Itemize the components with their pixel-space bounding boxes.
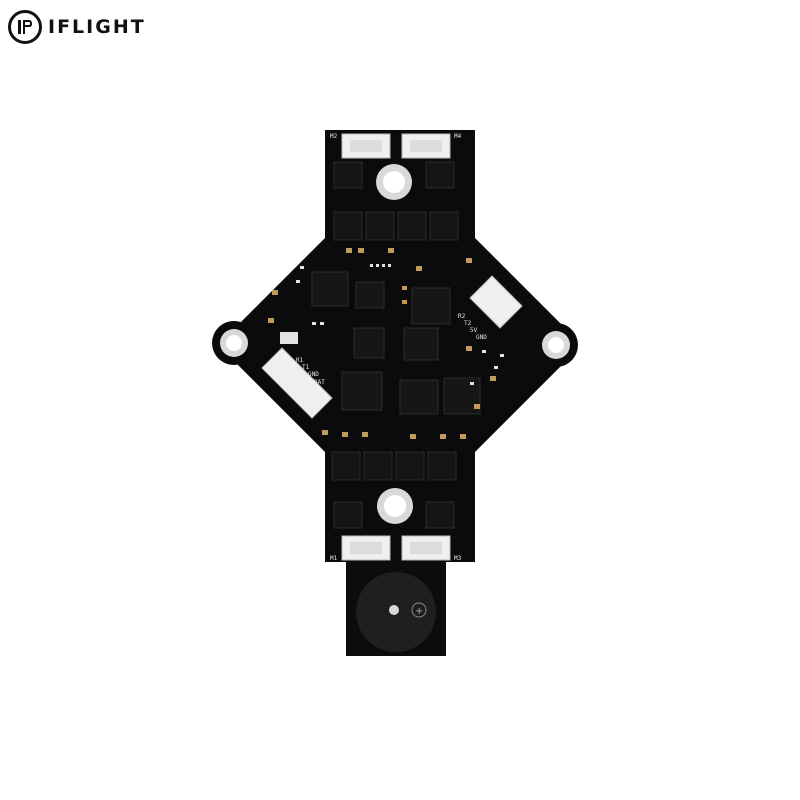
svg-text:M1: M1	[330, 555, 338, 562]
buzzer: +	[346, 556, 446, 656]
motor-connector-m3: M3	[401, 535, 462, 562]
svg-text:5V: 5V	[470, 327, 478, 334]
motor-connector-m1: M1	[330, 535, 391, 562]
mosfet-group-top	[333, 161, 459, 241]
mosfet-group-bottom	[331, 451, 457, 529]
motor-connector-m4: M4	[401, 133, 462, 159]
svg-text:GND: GND	[476, 334, 487, 341]
svg-text:GND: GND	[308, 371, 319, 378]
pcb	[212, 130, 578, 562]
brand-logo: IFLIGHT	[8, 10, 146, 44]
power-connector: R1 T1 GND BAT	[261, 347, 333, 419]
svg-text:BAT: BAT	[314, 379, 325, 386]
passive-components	[268, 248, 496, 439]
svg-text:R1: R1	[296, 357, 304, 364]
buzzer-plus-label: +	[415, 606, 423, 617]
svg-text:R2: R2	[458, 313, 466, 320]
svg-text:M3: M3	[454, 555, 462, 562]
svg-text:T2: T2	[464, 320, 472, 327]
iflight-logo-icon	[8, 10, 42, 44]
motor-connector-m2: M2	[330, 133, 391, 159]
svg-text:M4: M4	[454, 133, 462, 140]
brand-name: IFLIGHT	[48, 16, 146, 38]
svg-text:T1: T1	[302, 364, 310, 371]
svg-text:M2: M2	[330, 133, 338, 140]
smd-components	[280, 264, 504, 385]
uart-connector: R2 T2 5V GND	[458, 275, 523, 341]
center-ics	[311, 271, 481, 415]
